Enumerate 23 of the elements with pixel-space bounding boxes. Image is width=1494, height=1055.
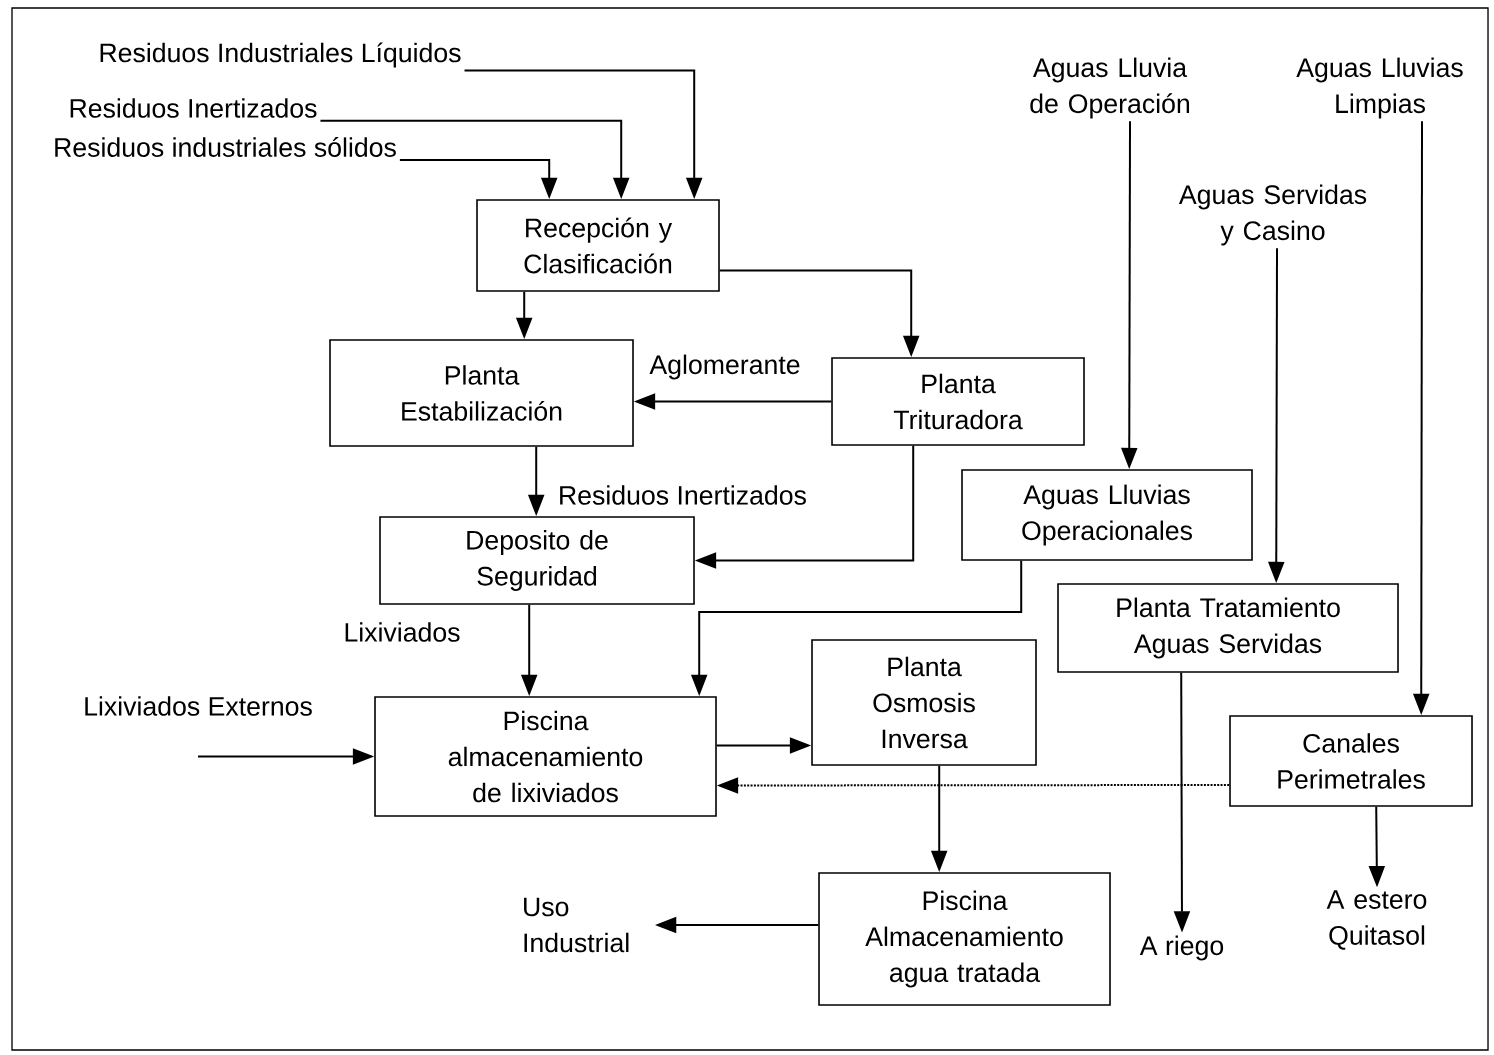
flow-text: Residuos Industriales Líquidos bbox=[100, 42, 461, 68]
flow-text: Uso Industrial bbox=[524, 897, 629, 953]
process-box: Piscina almacenamiento de lixiviados bbox=[374, 696, 717, 817]
process-box: Canales Perimetrales bbox=[1229, 715, 1473, 807]
process-box: Planta Trituradora bbox=[831, 357, 1085, 446]
flow-text: Residuos Inertizados bbox=[70, 98, 317, 118]
process-box: Deposito de Seguridad bbox=[379, 516, 695, 605]
flow-text: Lixiviados Externos bbox=[85, 696, 312, 716]
flow-text: Aguas Lluvias Limpias bbox=[1296, 57, 1463, 119]
edge-label: Residuos Inertizados bbox=[560, 485, 806, 505]
process-box: Recepción y Clasificación bbox=[476, 199, 720, 292]
process-box: Piscina Almacenamiento agua tratada bbox=[818, 872, 1111, 1006]
flow-text: A riego bbox=[1139, 935, 1224, 961]
process-box: Planta Osmosis Inversa bbox=[811, 639, 1037, 766]
flow-text: A estero Quitasol bbox=[1326, 890, 1427, 950]
flow-text: Aguas Lluvia de Operación bbox=[1030, 57, 1190, 119]
edge-label: Lixiviados bbox=[345, 622, 460, 642]
flow-text: Residuos industriales sólidos bbox=[55, 137, 396, 157]
flow-text: Aguas Servidas y Casino bbox=[1178, 184, 1367, 246]
process-box: Planta Tratamiento Aguas Servidas bbox=[1057, 583, 1399, 673]
edge-label: Aglomerante bbox=[649, 354, 800, 380]
process-box: Aguas Lluvias Operacionales bbox=[961, 469, 1253, 561]
process-box: Planta Estabilización bbox=[329, 339, 634, 447]
